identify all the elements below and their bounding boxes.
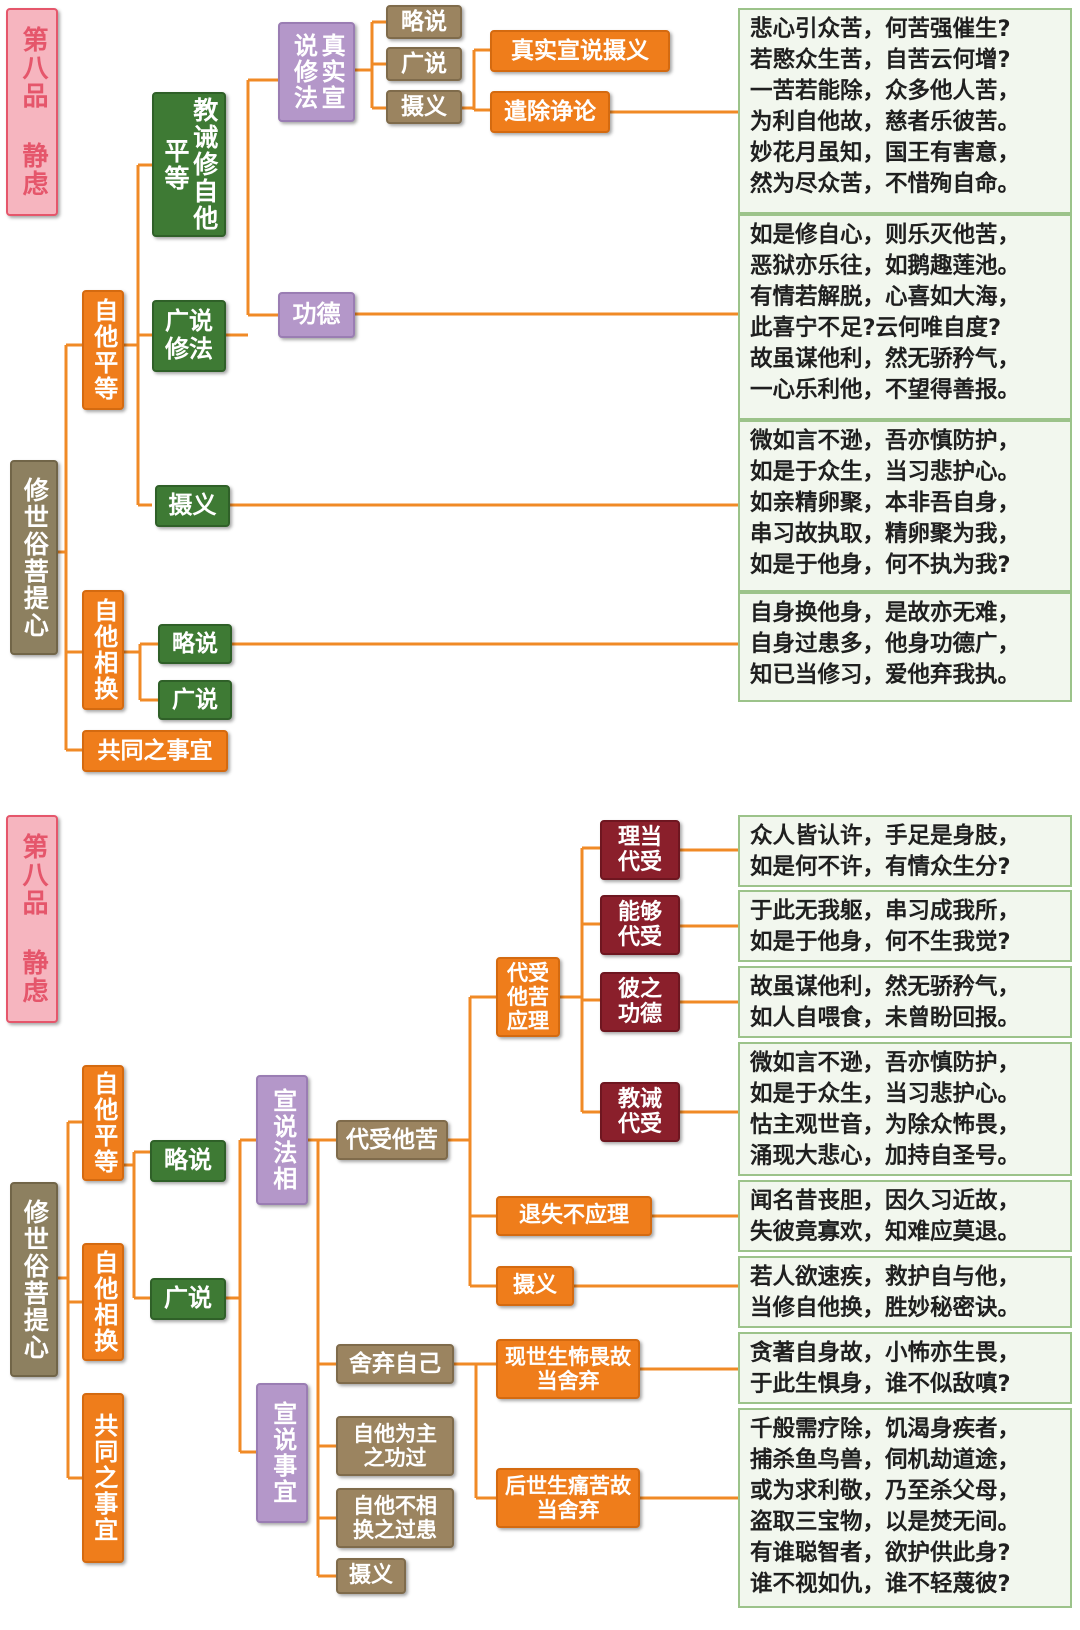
verse-block: 微如言不逊，吾亦慎防护， 如是于众生，当习悲护心。 如亲精卵聚，本非吾自身， 串… (738, 420, 1072, 592)
node-gongde-top: 功德 (278, 292, 355, 338)
node-qianchu-top: 遣除诤论 (490, 91, 610, 133)
node-lueshuo-bottom: 略说 (150, 1140, 226, 1182)
verse-block: 众人皆认许，手足是身肢， 如是何不许，有情众生分? (738, 815, 1072, 887)
verse-block: 闻名昔丧胆，因久习近故， 失彼竟寡欢，知难应莫退。 (738, 1180, 1072, 1252)
node-shiyi-bottom: 宣说事宜 (256, 1383, 308, 1523)
node-guohuan-bottom: 自他不相换之过患 (336, 1488, 454, 1548)
node-guangshuo-bottom: 广说 (150, 1278, 226, 1320)
node-zhugong-bottom: 自他为主之功过 (336, 1416, 454, 1476)
node-jiaojie-top: 教诫修自他平等 (152, 92, 226, 237)
node-zixiang-bottom: 自他相换 (82, 1243, 124, 1361)
node-daishou-yingli-bottom: 代受他苦应理 (496, 957, 560, 1037)
verse-block: 故虽谋他利，然无骄矜气， 如人自喂食，未曾盼回报。 (738, 966, 1072, 1038)
root-node-top: 修世俗菩提心 (10, 460, 58, 655)
node-nenggou-bottom: 能够代受 (600, 895, 680, 955)
node-ziping-top: 自他平等 (82, 290, 124, 410)
node-gongtong-bottom: 共同之事宜 (82, 1393, 124, 1563)
verse-block: 如是修自心，则乐灭他苦， 恶狱亦乐往，如鹅趣莲池。 有情若解脱，心喜如大海， 此… (738, 214, 1072, 420)
verse-block: 贪著自身故，小怖亦生畏， 于此生惧身，谁不似敌嗔? (738, 1332, 1072, 1404)
node-guangshuo-xiufa-top: 广说修法 (152, 300, 226, 372)
verse-block: 千般需疗除，饥渴身疾者， 捕杀鱼鸟兽，伺机劫道途， 或为求利敬，乃至杀父母， 盗… (738, 1408, 1072, 1608)
node-lueshuo-top-1: 略说 (386, 5, 462, 39)
verse-block: 若人欲速疾，救护自与他， 当修自他换，胜妙秘密诀。 (738, 1256, 1072, 1328)
node-sheyi-top-1: 摄义 (386, 90, 462, 124)
node-gongtong-top: 共同之事宜 (82, 730, 228, 772)
node-jiaojie-bottom: 教诫代受 (600, 1082, 680, 1142)
verse-block: 悲心引众苦，何苦强催生? 若愍众生苦，自苦云何增? 一苦若能除，众多他人苦， 为… (738, 8, 1072, 214)
node-faxiang-bottom: 宣说法相 (256, 1075, 308, 1205)
node-xianshi-bottom: 现世生怖畏故当舍弃 (496, 1339, 640, 1399)
node-bizhi-bottom: 彼之功德 (600, 972, 680, 1032)
node-ziping-bottom: 自他平等 (82, 1065, 124, 1181)
node-lidang-bottom: 理当代受 (600, 820, 680, 880)
chapter-label-bottom: 第八品 静虑 (6, 815, 58, 1023)
node-sheyi-bottom-1: 摄义 (496, 1266, 574, 1306)
chapter-label-top: 第八品 静虑 (6, 8, 58, 216)
node-houshi-bottom: 后世生痛苦故当舍弃 (496, 1468, 640, 1528)
node-tuishi-bottom: 退失不应理 (496, 1196, 652, 1236)
node-guangshuo-top-2: 广说 (158, 680, 232, 720)
node-sheqi-bottom: 舍弃自己 (336, 1344, 454, 1384)
node-zhenshi-sheyi-top: 真实宣说摄义 (490, 30, 670, 72)
node-guangshuo-top-1: 广说 (386, 47, 462, 81)
verse-block: 自身换他身，是故亦无难， 自身过患多，他身功德广， 知已当修习，爱他弃我执。 (738, 592, 1072, 702)
node-lueshuo-top-2: 略说 (158, 624, 232, 664)
node-zhenshi-top: 真实宣说修法 (278, 22, 355, 122)
verse-block: 于此无我躯，串习成我所， 如是于他身，何不生我觉? (738, 890, 1072, 962)
node-sheyi-top-2: 摄义 (155, 485, 230, 527)
verse-block: 微如言不逊，吾亦慎防护， 如是于众生，当习悲护心。 怙主观世音，为除众怖畏， 涌… (738, 1042, 1072, 1176)
node-sheyi-bottom-2: 摄义 (336, 1558, 406, 1594)
node-daishou-bottom: 代受他苦 (336, 1120, 448, 1160)
root-node-bottom: 修世俗菩提心 (10, 1182, 58, 1377)
node-zixiang-top: 自他相换 (82, 590, 124, 710)
